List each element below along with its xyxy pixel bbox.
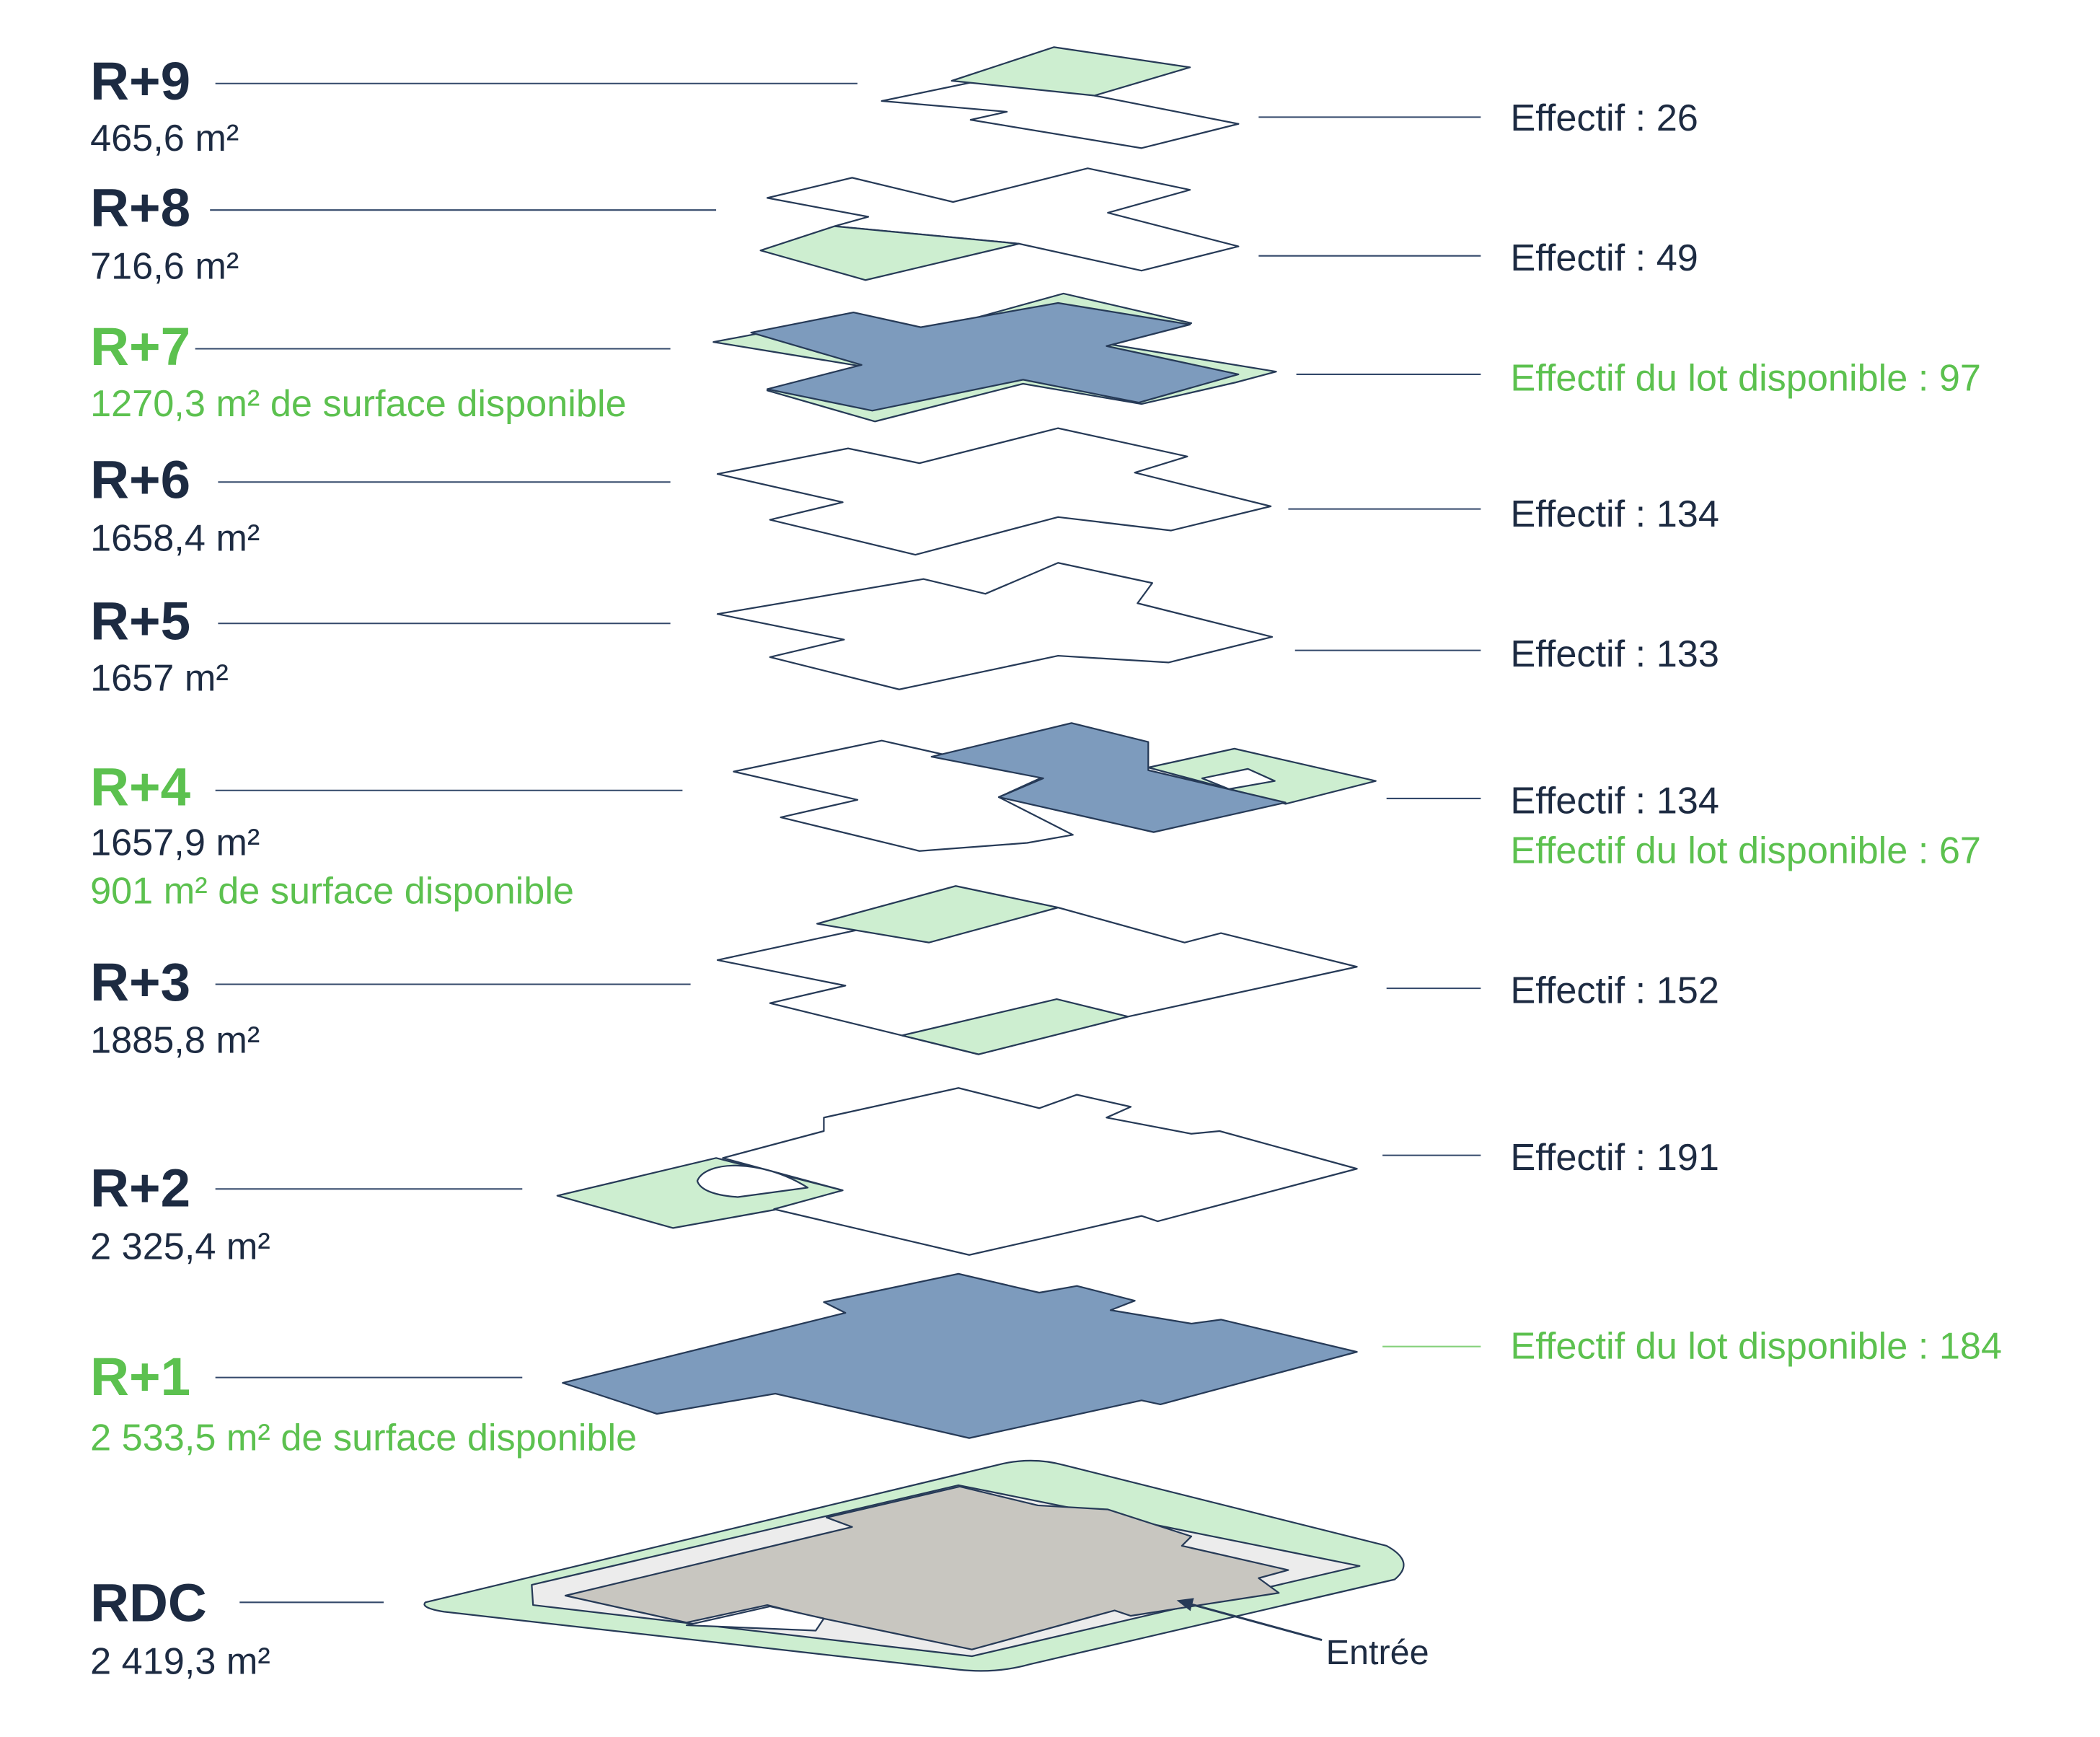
floor-plate-white xyxy=(766,167,1240,272)
floor-r8: R+8 716,6 m² Effectif : 49 xyxy=(90,167,1698,287)
floor-effectif-label: Effectif : 191 xyxy=(1510,1137,1719,1179)
floor-plate-patio xyxy=(1201,768,1276,790)
floor-area-label: 1657,9 m² xyxy=(90,822,260,863)
floor-plate-available-lot xyxy=(930,722,1287,833)
floor-level-label: R+6 xyxy=(90,449,190,510)
floor-available-effectif-label: Effectif du lot disponible : 97 xyxy=(1510,357,1981,399)
floor-level-label: R+2 xyxy=(90,1158,190,1218)
floor-r9: R+9 465,6 m² Effectif : 26 xyxy=(90,46,1698,159)
floor-r5: R+5 1657 m² Effectif : 133 xyxy=(90,562,1719,700)
floor-r1: R+1 2 533,5 m² de surface disponible Eff… xyxy=(90,1272,2002,1459)
floor-level-label: R+8 xyxy=(90,177,190,238)
floor-level-label: R+9 xyxy=(90,50,190,111)
floor-plate-terrace-north xyxy=(816,885,1059,944)
floor-available-area-label: 2 533,5 m² de surface disponible xyxy=(90,1417,637,1459)
floor-r2: R+2 2 325,4 m² Effectif : 191 xyxy=(90,1087,1719,1267)
entrance-arrow xyxy=(1176,1598,1323,1642)
floor-plate-white xyxy=(716,562,1274,690)
ground-forecourt xyxy=(685,1605,825,1632)
floor-area-label: 2 325,4 m² xyxy=(90,1226,270,1267)
floor-area-label: 2 419,3 m² xyxy=(90,1640,270,1682)
floor-effectif-label: Effectif : 134 xyxy=(1510,780,1719,822)
floor-plate-terrace-south xyxy=(901,998,1129,1055)
floor-level-label: R+5 xyxy=(90,591,190,651)
floor-rdc: RDC 2 419,3 m² Entrée xyxy=(90,1459,1429,1682)
floor-effectif-label: Effectif : 49 xyxy=(1510,237,1698,279)
floor-r6: R+6 1658,4 m² Effectif : 134 xyxy=(90,427,1719,559)
floor-level-label: R+4 xyxy=(90,756,191,817)
floor-level-label: R+3 xyxy=(90,951,190,1012)
floor-r3: R+3 1885,8 m² Effectif : 152 xyxy=(90,885,1719,1062)
floor-plate-terrace xyxy=(759,225,1020,281)
floor-plate-white xyxy=(716,427,1272,556)
floor-effectif-label: Effectif : 152 xyxy=(1510,970,1719,1012)
floor-area-label: 465,6 m² xyxy=(90,118,239,159)
floor-available-effectif-label: Effectif du lot disponible : 67 xyxy=(1510,830,1981,872)
floor-plate-terrace xyxy=(950,46,1191,97)
floor-plate-available-lot xyxy=(562,1272,1358,1439)
floor-effectif-label: Effectif : 133 xyxy=(1510,633,1719,675)
floor-level-label: RDC xyxy=(90,1572,207,1632)
floor-plate-available-lot xyxy=(750,302,1240,412)
entrance-label: Entrée xyxy=(1326,1633,1429,1672)
floor-area-label: 1658,4 m² xyxy=(90,517,260,559)
floor-area-label: 1885,8 m² xyxy=(90,1020,260,1062)
floor-available-effectif-label: Effectif du lot disponible : 184 xyxy=(1510,1325,2002,1367)
floor-plate-patio xyxy=(696,1164,809,1198)
floor-plate-white xyxy=(722,1087,1358,1256)
floor-level-label: R+1 xyxy=(90,1346,190,1407)
floor-r4: R+4 1657,9 m² 901 m² de surface disponib… xyxy=(90,722,1981,913)
floor-area-label: 716,6 m² xyxy=(90,245,239,287)
floor-level-label: R+7 xyxy=(90,316,190,377)
floor-area-label: 1657 m² xyxy=(90,658,229,700)
floor-effectif-label: Effectif : 134 xyxy=(1510,493,1719,535)
floor-available-area-label: 1270,3 m² de surface disponible xyxy=(90,383,627,425)
floor-available-area-label: 901 m² de surface disponible xyxy=(90,871,574,913)
floor-effectif-label: Effectif : 26 xyxy=(1510,97,1698,139)
floor-r7: R+7 1270,3 m² de surface disponible Effe… xyxy=(90,292,1981,425)
